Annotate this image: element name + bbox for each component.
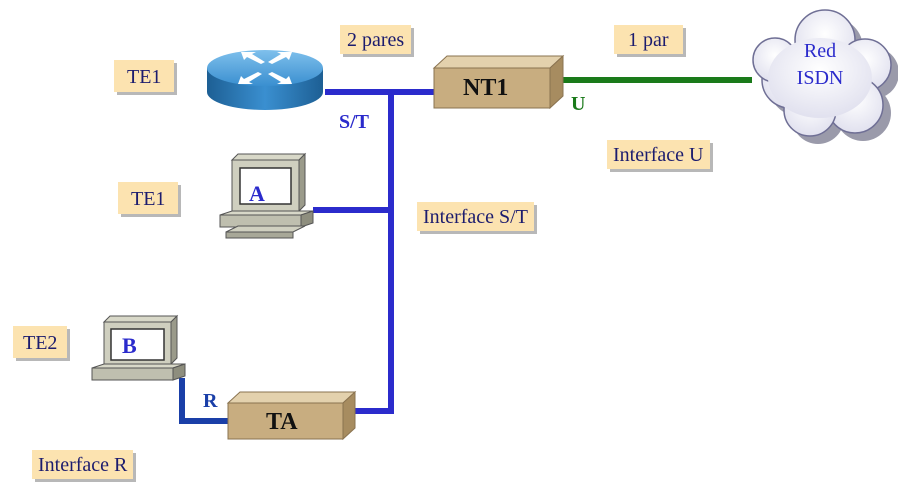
ta-box [226,390,357,441]
router-icon [207,50,323,110]
te1-pc-label: TE1 [118,182,179,214]
pares-label: 2 pares [340,25,412,54]
pc-a-label: A [249,181,265,206]
te2-label: TE2 [13,326,68,358]
computer-a-icon [219,152,314,239]
cloud-label-line1: Red [803,40,837,62]
interface-r-label: Interface R [32,450,134,479]
cloud-label-line2: ISDN [796,67,844,89]
nt1-box [432,54,565,110]
ta-label: TA [266,409,298,435]
nt1-label: NT1 [463,75,509,101]
interface-u-label: Interface U [607,140,710,169]
interface-st-label: Interface S/T [417,202,534,231]
st-bus [313,89,440,414]
st-line-label: S/T [339,111,370,133]
r-line [179,378,228,424]
u-line-label: U [571,93,586,115]
te1-router-label: TE1 [114,60,175,92]
r-line-label: R [203,390,218,412]
pc-b-label: B [122,333,137,358]
computer-b-icon [91,314,186,381]
par-label: 1 par [614,25,683,54]
isdn-cloud [752,9,898,144]
